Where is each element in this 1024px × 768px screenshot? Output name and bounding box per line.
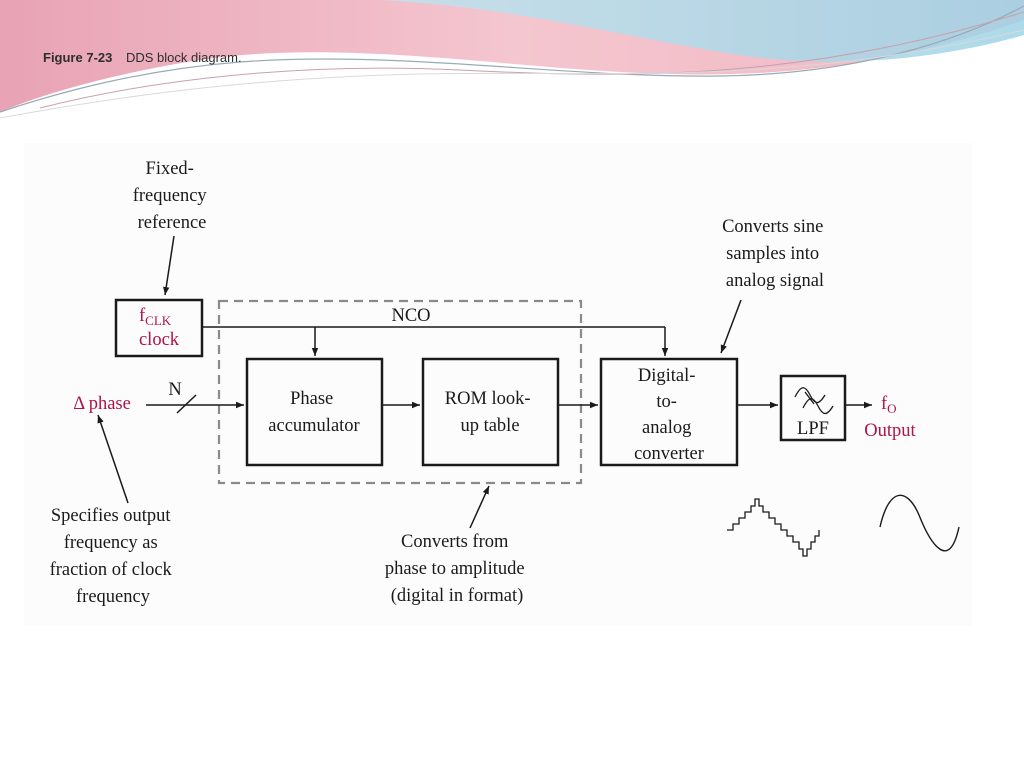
reference-annotation-arrow — [163, 235, 175, 296]
figure-label: Figure 7-23 — [43, 50, 113, 65]
dac-annotation-arrow — [720, 299, 742, 354]
nco-annotation-arrow — [469, 485, 490, 529]
phase-accumulator-label: Phase accumulator — [268, 389, 359, 436]
figure-caption: Figure 7-23 DDS block diagram. — [43, 50, 242, 65]
clock-block — [114, 298, 204, 358]
nco-region — [217, 299, 583, 485]
converts-sine-annotation: Converts sine samples into analog signal — [722, 217, 828, 291]
rom-lookup-block — [421, 357, 560, 467]
header-wave-decoration — [0, 0, 1024, 119]
delta-phase-annotation-arrow — [97, 414, 129, 504]
fclk-label: fCLK — [139, 306, 172, 328]
bus-width-label: N — [168, 380, 181, 400]
diagram-panel: Fixed- frequency reference fCLK clock NC… — [24, 143, 972, 626]
clock-label: clock — [139, 330, 180, 350]
lpf-filter-icon — [794, 387, 834, 415]
fo-label: fO — [881, 394, 897, 416]
lpf-label: LPF — [797, 419, 829, 439]
converts-phase-annotation: Converts from phase to amplitude (digita… — [385, 532, 529, 606]
sine-waveform — [879, 494, 960, 552]
dac-block — [599, 357, 739, 467]
bus-width-slash — [176, 394, 197, 414]
output-label: Output — [864, 421, 916, 441]
specifies-output-annotation: Specifies output frequency as fraction o… — [50, 506, 177, 607]
dac-label: Digital- to- analog converter — [634, 366, 704, 464]
staircase-waveform — [727, 498, 820, 557]
dds-block-diagram: Fixed- frequency reference fCLK clock NC… — [50, 159, 960, 607]
phase-accumulator-block — [245, 357, 384, 467]
figure-title: DDS block diagram. — [125, 50, 242, 65]
delta-phase-label: Δ phase — [73, 394, 131, 414]
lpf-block — [779, 374, 847, 442]
nco-label: NCO — [391, 306, 430, 326]
fixed-reference-label: Fixed- frequency reference — [133, 159, 212, 233]
rom-lookup-label: ROM look- up table — [445, 389, 535, 436]
